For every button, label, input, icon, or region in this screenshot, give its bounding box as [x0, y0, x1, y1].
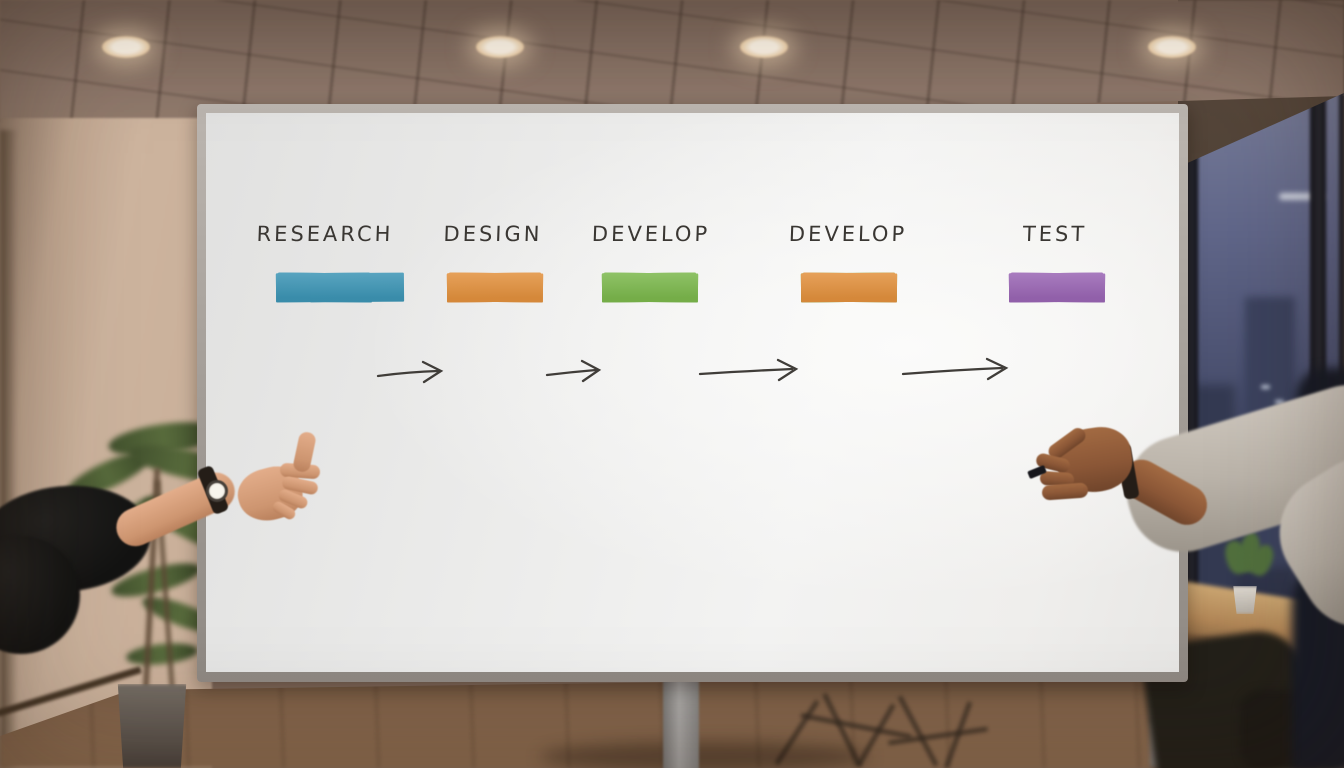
plant-pot	[117, 684, 187, 768]
table-plant-pot	[1233, 586, 1257, 614]
right-hand-thumb	[1041, 482, 1089, 501]
left-watch-face	[206, 480, 228, 502]
arrow-design-develop	[545, 359, 602, 383]
whiteboard-frame	[197, 104, 1188, 682]
ceiling-light	[102, 36, 150, 58]
whiteboard-stand	[663, 678, 699, 768]
window-light-streak	[1279, 193, 1325, 200]
arrow-develop-develop	[698, 358, 799, 382]
arrow-develop-test	[901, 357, 1009, 381]
whiteboard-surface	[206, 113, 1179, 672]
arrow-research-design	[376, 360, 444, 384]
ceiling-light	[1148, 36, 1196, 58]
floor-shadow	[540, 742, 870, 768]
ceiling-light	[476, 36, 524, 58]
wood-floor	[0, 674, 1240, 768]
ceiling-light	[740, 36, 788, 58]
city-light	[1275, 400, 1284, 404]
city-light	[1261, 385, 1270, 389]
